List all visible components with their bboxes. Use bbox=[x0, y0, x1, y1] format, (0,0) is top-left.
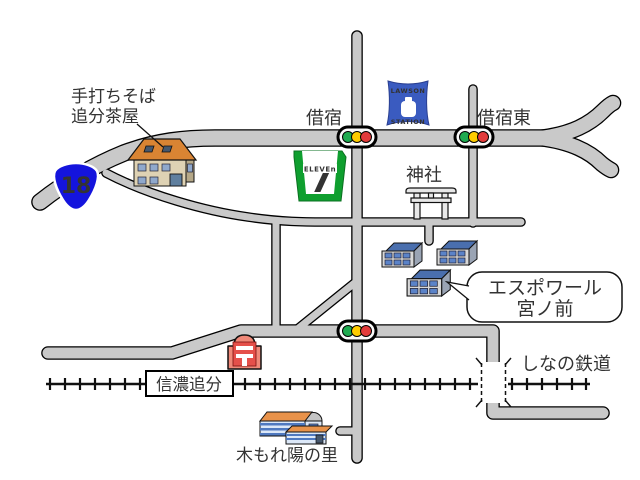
overpass-crossing-icon bbox=[475, 357, 512, 408]
apartment-building-icon bbox=[381, 242, 423, 268]
seven-eleven-sign-icon: 7 ELEVEn bbox=[293, 150, 347, 202]
route-18-shield-icon: 18 bbox=[52, 161, 100, 212]
label-komorebi: 木もれ陽の里 bbox=[236, 446, 338, 466]
postal-mark bbox=[236, 346, 253, 366]
station-name-label: 信濃追分 bbox=[156, 375, 222, 394]
espoir-label-line2: 宮ノ前 bbox=[516, 298, 573, 320]
espoir-label-line1: エスポワール bbox=[488, 277, 602, 299]
road-fork-lower bbox=[533, 131, 618, 177]
apartment-building-icon bbox=[436, 240, 478, 266]
label-soba-shop-line2: 追分茶屋 bbox=[71, 107, 139, 127]
lawson-label: LAWSON bbox=[391, 87, 426, 95]
label-soba-shop-line1: 手打ちそば bbox=[71, 87, 156, 107]
railway-ticks bbox=[48, 378, 588, 390]
railway-line bbox=[46, 378, 590, 390]
road-diagonal bbox=[291, 277, 361, 335]
soba-shop-building-icon bbox=[126, 138, 198, 187]
road-curve-thin bbox=[102, 169, 525, 226]
traffic-light-kariyado-icon bbox=[336, 125, 378, 149]
komorebi-building-icon bbox=[258, 411, 334, 445]
traffic-light-south-icon bbox=[336, 319, 378, 343]
label-shrine: 神社 bbox=[406, 165, 442, 186]
eleven-label: ELEVEn bbox=[304, 166, 336, 174]
station-name-box: 信濃追分 bbox=[145, 370, 234, 397]
torii-shrine-icon bbox=[405, 187, 457, 220]
post-office-icon bbox=[227, 334, 262, 370]
road-fork-upper bbox=[533, 96, 620, 145]
soba-shop-pointer-line bbox=[136, 123, 164, 148]
traffic-light-kariyado-higashi-icon bbox=[453, 125, 495, 149]
station-label: STATION bbox=[391, 118, 425, 126]
apartment-building-icon bbox=[406, 269, 451, 297]
label-kariyado-higashi: 借宿東 bbox=[477, 108, 531, 129]
road-lower-outline bbox=[41, 324, 610, 420]
lawson-station-sign-icon: LAWSON STATION bbox=[386, 80, 430, 126]
road-lower bbox=[42, 325, 609, 419]
label-kariyado: 借宿 bbox=[306, 108, 342, 129]
route-number-label: 18 bbox=[61, 174, 92, 199]
label-shinano-railway: しなの鉄道 bbox=[521, 354, 611, 375]
espoir-callout-bubble: エスポワール 宮ノ前 bbox=[444, 271, 623, 323]
